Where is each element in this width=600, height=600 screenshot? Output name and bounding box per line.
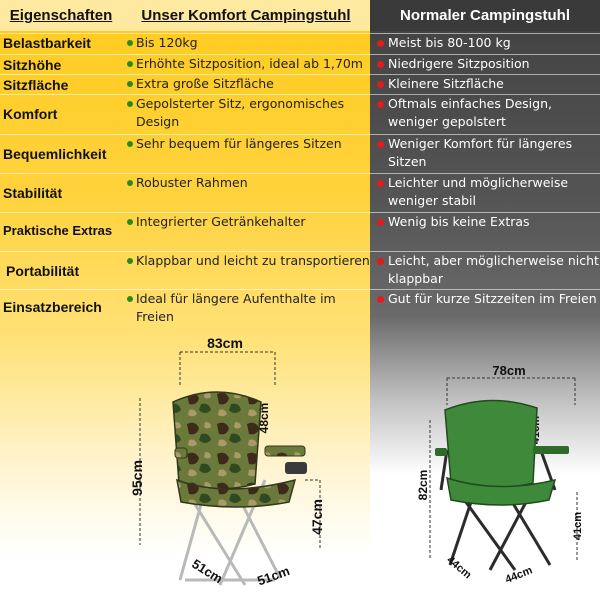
red-bullet-icon [377,180,384,187]
our-chair-illustration: 83cm 95cm 48cm 47cm 51cm 51cm [129,335,325,589]
row-label: Praktische Extras [3,222,113,238]
green-bullet-icon [127,81,133,87]
row-label: Portabilität [6,263,80,279]
table-row: Portabilität Klappbar und leicht zu tran… [0,252,600,290]
normal-value: Kleinere Sitzfläche [370,75,600,93]
our-value: Integrierter Getränkehalter [122,213,370,231]
our-value: Sehr bequem für längeres Sitzen [122,135,370,153]
table-row: Sitzhöhe Erhöhte Sitzposition, ideal ab … [0,55,600,74]
row-label: Stabilität [3,185,63,201]
red-bullet-icon [377,61,384,68]
row-label: Bequemlichkeit [3,146,107,162]
cup-holder [285,462,307,474]
normal-value: Gut für kurze Sitzzeiten im Freien [370,290,600,308]
table-row: Komfort Gepolsterter Sitz, ergonomisches… [0,95,600,133]
row-separator [0,289,600,290]
seat-height-label: 47cm [309,499,325,535]
row-separator [0,173,600,174]
green-bullet-icon [127,219,133,225]
depth-label: 51cm [189,556,225,586]
normal-chair-illustration: 78cm 82cm 41cm 41cm 44cm 44cm [416,363,584,586]
front-width-label: 51cm [255,563,291,588]
red-bullet-icon [377,81,384,88]
row-separator [0,251,600,252]
height-label: 82cm [416,470,430,501]
red-bullet-icon [377,258,384,265]
camo-seat [176,478,297,508]
red-bullet-icon [377,219,384,226]
green-bullet-icon [127,296,133,302]
armrest [533,446,569,454]
table-row: Einsatzbereich Ideal für längere Aufenth… [0,290,600,328]
our-value: Klappbar und leicht zu transportieren [122,252,370,270]
red-bullet-icon [377,141,384,148]
red-bullet-icon [377,296,384,303]
green-seat [446,476,557,506]
row-separator [0,212,600,213]
row-label: Sitzfläche [3,76,69,93]
our-value: Extra große Sitzfläche [122,75,370,93]
row-label: Einsatzbereich [3,299,102,315]
table-row: Praktische Extras Integrierter Getränkeh… [0,213,600,251]
height-label: 95cm [129,460,145,496]
row-separator [0,33,600,34]
normal-value: Meist bis 80-100 kg [370,34,600,52]
our-value: Gepolsterter Sitz, ergonomisches Design [122,95,370,131]
normal-value: Weniger Komfort für längeres Sitzen [370,135,600,171]
red-bullet-icon [377,40,384,47]
normal-value: Leicht, aber möglicherweise nicht klappb… [370,252,600,288]
header-our-chair: Unser Komfort Campingstuhl [122,0,370,31]
normal-value: Leichter und möglicherweise weniger stab… [370,174,600,210]
our-value: Robuster Rahmen [122,174,370,192]
green-bullet-icon [127,180,133,186]
normal-value: Wenig bis keine Extras [370,213,600,231]
row-separator [0,74,600,75]
comparison-header: Eigenschaften Unser Komfort Campingstuhl… [0,0,600,31]
table-row: Sitzfläche Extra große Sitzfläche Kleine… [0,75,600,94]
armrest [264,445,306,457]
row-separator [0,134,600,135]
seat-height-label: 41cm [572,512,584,540]
width-label: 78cm [492,363,525,378]
depth-label: 44cm [444,554,473,581]
green-bullet-icon [127,141,133,147]
our-value: Ideal für längere Aufenthalte im Freien [122,290,370,326]
our-value: Erhöhte Sitzposition, ideal ab 1,70m [122,55,370,73]
our-value: Bis 120kg [122,34,370,52]
our-chair-column-background [0,31,370,600]
header-properties: Eigenschaften [0,0,122,31]
front-width-label: 44cm [504,564,535,586]
normal-value: Niedrigere Sitzposition [370,55,600,73]
row-separator [0,94,600,95]
row-label: Sitzhöhe [3,56,62,73]
row-separator [0,54,600,55]
header-normal-chair: Normaler Campingstuhl [370,0,600,31]
green-backrest [444,399,538,489]
green-bullet-icon [127,258,133,264]
green-bullet-icon [127,61,133,67]
table-row: Stabilität Robuster Rahmen Leichter und … [0,174,600,212]
normal-value: Oftmals einfaches Design, weniger gepols… [370,95,600,131]
red-bullet-icon [377,101,384,108]
table-row: Bequemlichkeit Sehr bequem für längeres … [0,135,600,173]
green-bullet-icon [127,101,133,107]
width-label: 83cm [207,335,243,351]
green-bullet-icon [127,40,133,46]
row-label: Belastbarkeit [3,35,91,51]
table-row: Belastbarkeit Bis 120kg Meist bis 80-100… [0,33,600,53]
row-label: Komfort [3,106,58,122]
camo-backrest [172,391,262,490]
